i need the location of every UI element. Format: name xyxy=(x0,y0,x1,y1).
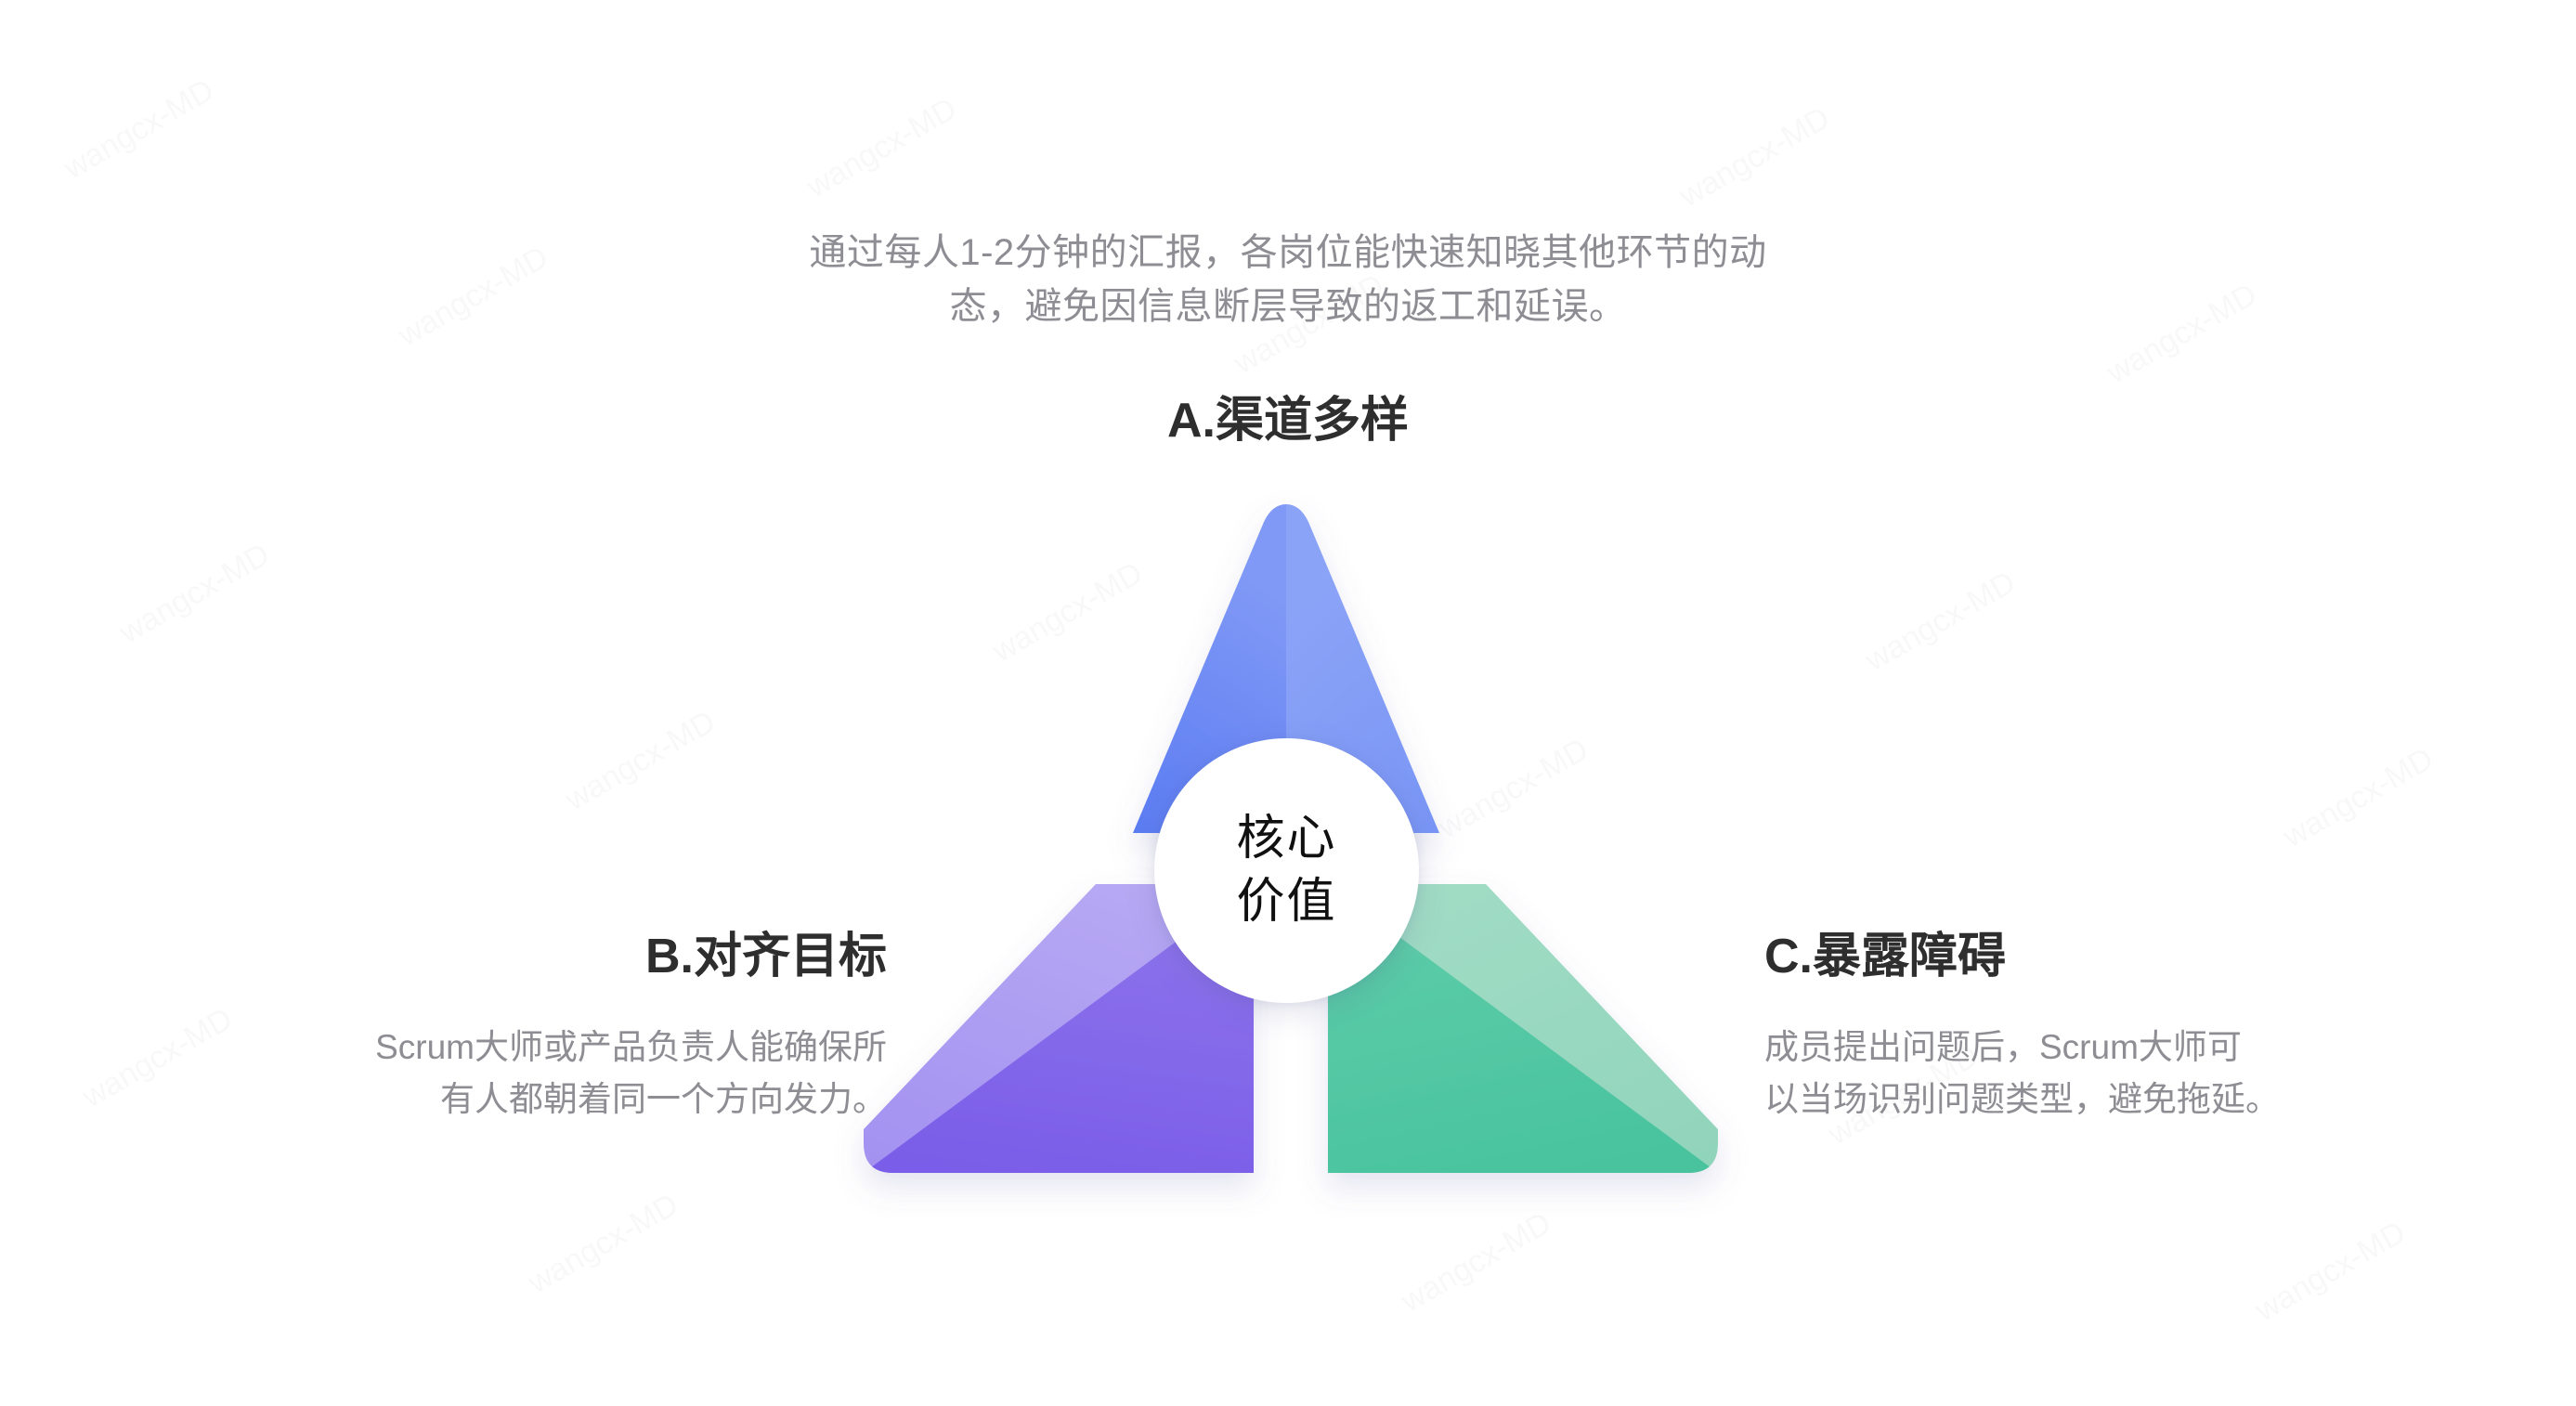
watermark-text: wangcx-MD xyxy=(522,1186,684,1301)
segment-c-description: 成员提出问题后，Scrum大师可 以当场识别问题类型，避免拖延。 xyxy=(1764,1028,2280,1118)
watermark-text: wangcx-MD xyxy=(2277,740,2439,855)
watermark-text: wangcx-MD xyxy=(1859,564,2022,679)
watermark-text: wangcx-MD xyxy=(58,72,220,187)
triangle-diagram xyxy=(864,504,1718,1173)
watermark-text: wangcx-MD xyxy=(392,239,554,354)
watermark-text: wangcx-MD xyxy=(2101,276,2263,391)
segment-b-description: Scrum大师或产品负责人能确保所 有人都朝着同一个方向发力。 xyxy=(375,1028,887,1118)
core-value-line-2: 价值 xyxy=(1236,874,1337,929)
watermark-text: wangcx-MD xyxy=(1673,99,1836,215)
core-value-line-1: 核心 xyxy=(1236,811,1337,866)
segment-a-description: 通过每人1-2分钟的汇报，各岗位能快速知晓其他环节的动 态，避免因信息断层导致的… xyxy=(809,232,1767,327)
segment-b-title: B.对齐目标 xyxy=(644,930,887,983)
core-value-circle[interactable]: 核心 价值 xyxy=(1154,738,1419,1003)
watermark-text: wangcx-MD xyxy=(2249,1214,2412,1329)
watermark-text: wangcx-MD xyxy=(113,536,276,651)
segment-c-title: C.暴露障碍 xyxy=(1764,930,2007,983)
segment-a-title: A.渠道多样 xyxy=(1166,394,1409,448)
watermark-text: wangcx-MD xyxy=(559,703,722,818)
watermark-text: wangcx-MD xyxy=(800,90,963,205)
